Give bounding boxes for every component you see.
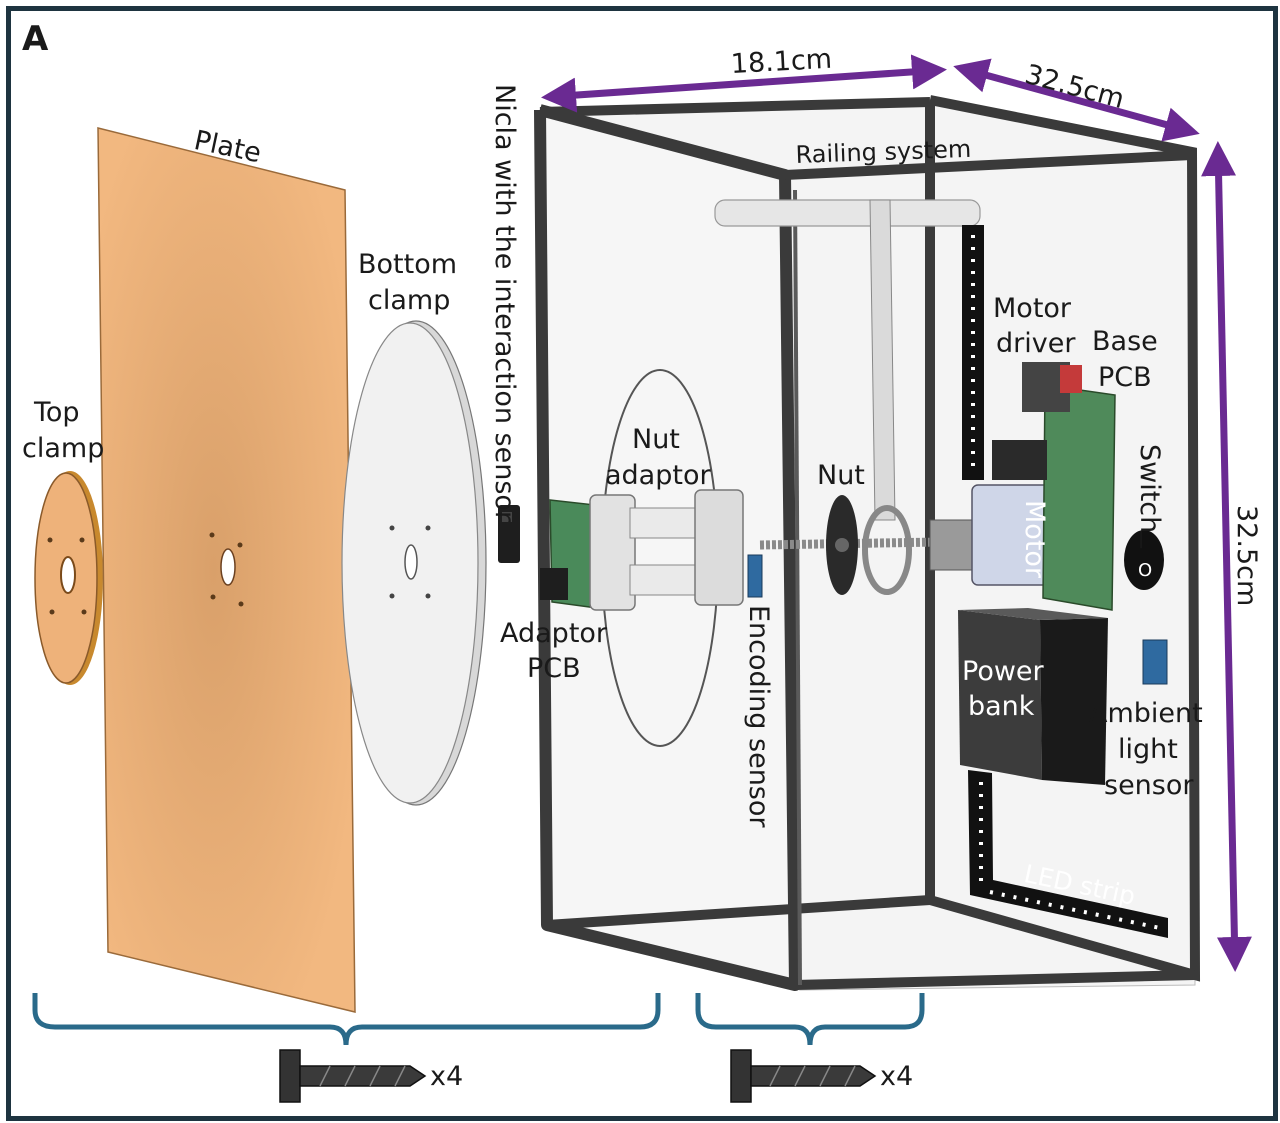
left-bracket — [32, 993, 661, 1046]
width-arrow — [541, 54, 947, 113]
nut-adaptor-label-line1: Nut — [632, 424, 680, 455]
depth-arrow — [953, 58, 1200, 142]
height-arrow — [1201, 141, 1252, 972]
motor-driver-label-line2: driver — [996, 328, 1076, 359]
nicla-label: Nicla with the interaction sensor — [489, 84, 520, 523]
dimension-arrows — [541, 54, 1252, 972]
nicla-sensor — [498, 505, 520, 563]
switch-off-symbol: O — [1138, 560, 1153, 581]
bottom-clamp-label-line1: Bottom — [358, 249, 458, 280]
arm-hook — [862, 505, 912, 595]
top-clamp-label-line1: Top — [34, 397, 80, 428]
base-pcb — [992, 362, 1116, 611]
encoding-sensor — [747, 554, 763, 598]
power-bank — [958, 608, 1108, 785]
right-screw-count: x4 — [880, 1061, 914, 1092]
panel-letter: A — [22, 19, 49, 59]
motor — [929, 484, 1051, 586]
switch-on-symbol: | — [1138, 528, 1145, 549]
switch-label: Switch — [1134, 444, 1165, 534]
railing-system-label: Railing system — [795, 134, 972, 169]
height-dimension: 32.5cm — [1231, 505, 1262, 607]
left-screw-count: x4 — [430, 1061, 464, 1092]
left-screw-icon — [279, 1049, 427, 1103]
motor-driver-label-line1: Motor — [993, 293, 1072, 324]
top-clamp-label-line2: clamp — [22, 433, 105, 464]
bottom-clamp-label-line2: clamp — [368, 285, 451, 316]
nut-adaptor — [589, 489, 744, 611]
nut-label: Nut — [817, 460, 865, 491]
ambient-light-label-line3: sensor — [1104, 770, 1194, 801]
encoding-sensor-label: Encoding sensor — [743, 605, 774, 828]
plate — [97, 127, 356, 1013]
base-pcb-label-line2: PCB — [1098, 362, 1152, 393]
nut — [826, 495, 858, 595]
ambient-light-label-line1: Ambient — [1089, 698, 1203, 729]
ambient-light-sensor — [1142, 639, 1168, 685]
led-strip — [962, 225, 1168, 938]
nut-adaptor-label-line2: adaptor — [605, 460, 711, 491]
ambient-light-label-line2: light — [1118, 734, 1178, 765]
power-bank-label-line2: bank — [968, 691, 1035, 722]
railing-system — [714, 199, 981, 521]
power-bank-label-line1: Power — [962, 656, 1044, 687]
base-pcb-label-line1: Base — [1092, 326, 1158, 357]
right-screw-icon — [730, 1049, 877, 1103]
width-dimension: 18.1cm — [730, 43, 833, 80]
motor-label: Motor — [1019, 500, 1050, 579]
right-bracket — [695, 993, 925, 1046]
adaptor-pcb-label-line2: PCB — [527, 653, 581, 684]
bottom-clamp — [341, 320, 487, 806]
top-clamp — [34, 471, 103, 685]
adaptor-pcb-label-line1: Adaptor — [500, 618, 608, 649]
switch — [1124, 530, 1164, 590]
